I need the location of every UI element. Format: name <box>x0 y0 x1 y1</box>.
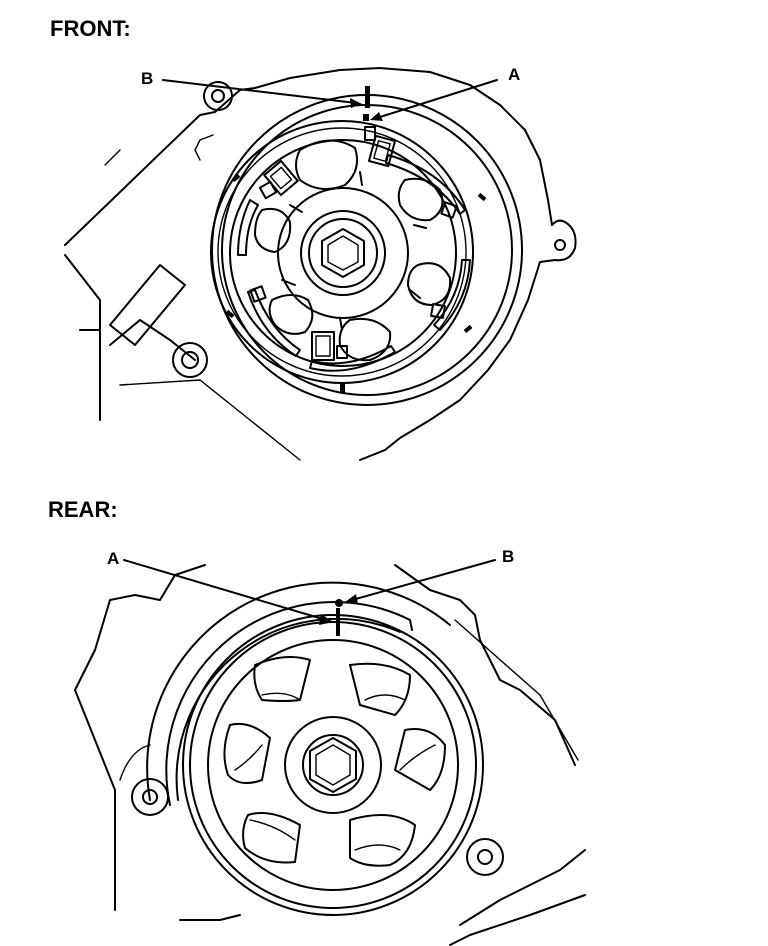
front-callout-b: B <box>141 69 153 88</box>
rear-heading: REAR: <box>48 497 118 522</box>
front-pulley <box>229 126 471 372</box>
front-diagram: B A <box>64 65 577 461</box>
front-timing-marks <box>225 86 487 393</box>
front-heading: FRONT: <box>50 16 131 41</box>
rear-pulley <box>182 614 484 916</box>
rear-callout-a: A <box>107 549 119 568</box>
rear-callout-b: B <box>502 547 514 566</box>
rear-diagram: A B <box>74 547 586 946</box>
rear-housing <box>74 564 586 946</box>
front-callout-leaders <box>162 79 498 121</box>
front-housing <box>64 67 577 461</box>
rear-cover-rings <box>146 581 451 806</box>
front-callout-a: A <box>508 65 520 84</box>
rear-callout-leaders <box>123 559 496 625</box>
front-cover-rings <box>210 94 523 406</box>
rear-timing-marks <box>335 599 343 636</box>
